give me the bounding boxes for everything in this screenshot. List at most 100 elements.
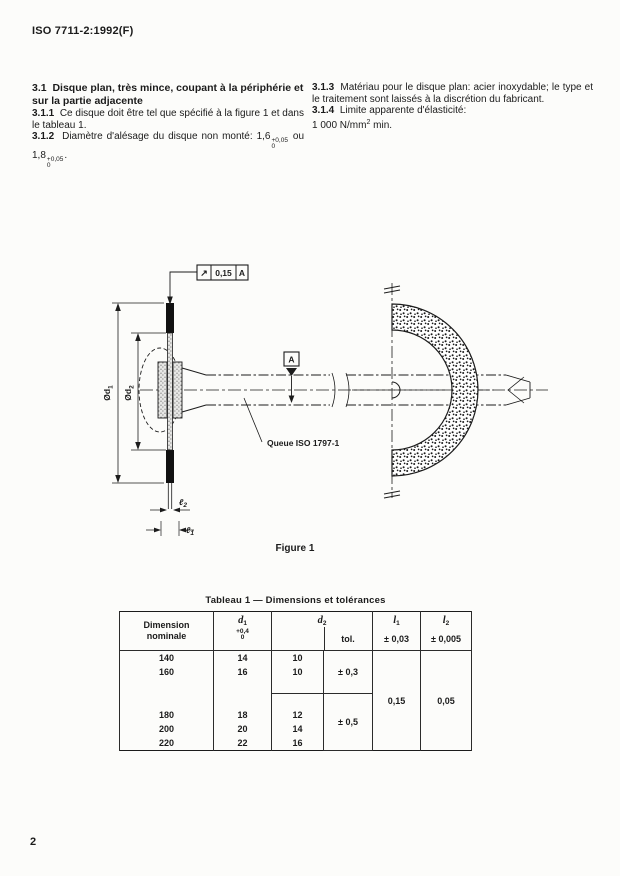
page-number: 2 bbox=[30, 836, 37, 848]
centerline-end-ticks bbox=[383, 285, 401, 499]
disc-cutting-rim-bottom bbox=[166, 450, 174, 483]
disc-front-view bbox=[352, 283, 494, 499]
left-column: 3.1 Disque plan, très mince, coupant à l… bbox=[32, 82, 304, 169]
table-row: 220 22 16 bbox=[119, 736, 472, 751]
svg-text:Ød1: Ød1 bbox=[102, 385, 115, 401]
l1-dim-label: ℓ bbox=[186, 525, 191, 535]
section-3-1-1-paragraph: 3.1.1 Ce disque doit être tel que spécif… bbox=[32, 108, 304, 131]
header-line1: Dimension bbox=[143, 620, 190, 630]
cell-dimension: 160 bbox=[119, 665, 214, 679]
figure-caption: Figure 1 bbox=[275, 543, 315, 554]
queue-label: Queue ISO 1797-1 bbox=[267, 438, 340, 448]
header-d2: d2 tol. bbox=[271, 611, 373, 651]
cell-l2-value: 0,05 bbox=[420, 650, 472, 751]
cell-d2: 10 bbox=[271, 650, 324, 665]
min-suffix: min. bbox=[370, 119, 393, 131]
cell-d2: 14 bbox=[271, 722, 324, 736]
shaft-break-lines bbox=[331, 372, 350, 408]
section-number: 3.1.2 bbox=[32, 131, 55, 142]
table-1-section: Tableau 1 — Dimensions et tolérances Dim… bbox=[119, 595, 472, 751]
disc-tail-lines bbox=[167, 483, 173, 509]
spacer-cell bbox=[213, 679, 272, 694]
datum-a-label: A bbox=[288, 355, 294, 365]
section-number: 3.1.1 bbox=[32, 108, 55, 119]
l2-subscript: 2 bbox=[445, 620, 450, 627]
fcf-datum-reference: A bbox=[239, 268, 245, 278]
cell-dimension: 140 bbox=[119, 650, 214, 665]
cell-dimension: 200 bbox=[119, 722, 214, 736]
hub-washer-right bbox=[172, 361, 183, 419]
period: . bbox=[64, 150, 68, 161]
bore-value-2: 1,8 bbox=[32, 150, 46, 161]
spacer-cell bbox=[271, 693, 324, 708]
runout-icon: ↗ bbox=[200, 268, 208, 278]
spacer-cell bbox=[119, 693, 214, 708]
bore-value-1: 1,6 bbox=[256, 131, 271, 142]
cell-dimension: 180 bbox=[119, 708, 214, 722]
section-3-1-3-paragraph: 3.1.3 Matériau pour le disque plan: acie… bbox=[312, 82, 593, 105]
disc-cutting-rim-top bbox=[166, 303, 174, 333]
svg-text:ℓ2: ℓ2 bbox=[179, 497, 187, 509]
svg-text:ℓ1: ℓ1 bbox=[186, 525, 194, 537]
elastic-limit-value: 1 000 N/mm bbox=[312, 119, 367, 131]
tolerance-lower: 0 bbox=[271, 143, 276, 150]
disc-web bbox=[167, 332, 173, 451]
spacer-row: ± 0,5 bbox=[119, 693, 472, 751]
d1-symbol: d bbox=[238, 615, 244, 626]
shaft-end-chamfer bbox=[505, 374, 531, 406]
center-hole bbox=[391, 381, 401, 399]
cell-d1: 16 bbox=[213, 665, 272, 679]
section-text: Ce disque doit être tel que spécifié à l… bbox=[32, 108, 304, 131]
l1-dim-subscript: 1 bbox=[190, 530, 194, 537]
cell-d2-tol-group1: ± 0,3 bbox=[323, 650, 373, 694]
section-text: Limite apparente d'élasticité: bbox=[339, 105, 467, 116]
or-word: ou bbox=[292, 131, 305, 142]
shaft-flare-top bbox=[181, 367, 207, 376]
spacer-cell-with-divider bbox=[271, 679, 324, 694]
section-number: 3.1.3 bbox=[312, 82, 335, 93]
l2-dim-label: ℓ bbox=[179, 497, 184, 507]
tolerance-upper: +0,05 bbox=[46, 156, 64, 163]
tolerance-lower: 0 bbox=[46, 162, 51, 169]
l1-tolerance: ± 0,03 bbox=[384, 634, 409, 644]
section-3-1-4-paragraph: 3.1.4 Limite apparente d'élasticité: 1 0… bbox=[312, 105, 593, 131]
d2-dim-label: Ød bbox=[123, 389, 133, 401]
datum-a-flag: A bbox=[283, 351, 300, 403]
standard-reference: ISO 7711-2:1992(F) bbox=[32, 25, 134, 37]
header-l2: l2 ± 0,005 bbox=[420, 611, 472, 651]
d2-tol-label: tol. bbox=[341, 634, 355, 644]
cell-l1-value: 0,15 bbox=[372, 650, 421, 751]
section-number: 3.1 bbox=[32, 82, 47, 94]
tolerance-upper: +0,05 bbox=[271, 137, 288, 144]
cell-d1: 18 bbox=[213, 708, 272, 722]
superscript-2: 2 bbox=[366, 118, 371, 126]
l2-symbol: l bbox=[442, 615, 446, 626]
table-row: 140 14 10 ± 0,3 0,15 0,05 bbox=[119, 650, 472, 751]
dimension-d2: Ød2 bbox=[123, 332, 166, 451]
shaft-center-cone bbox=[507, 376, 525, 404]
header-l1: l1 ± 0,03 bbox=[372, 611, 421, 651]
spacer-cell bbox=[119, 679, 214, 694]
dimension-d1: Ød1 bbox=[102, 302, 164, 484]
hub-washer-left bbox=[157, 361, 168, 419]
d2-dim-subscript: 2 bbox=[129, 385, 136, 389]
l1-subscript: 1 bbox=[396, 620, 400, 627]
header-line2: nominale bbox=[146, 631, 187, 641]
section-title: Disque plan, très mince, coupant à la pé… bbox=[32, 82, 304, 107]
cell-d2: 12 bbox=[271, 708, 324, 722]
cell-d1: 14 bbox=[213, 650, 272, 665]
d2-symbol: d bbox=[317, 615, 323, 626]
table-row: 160 16 10 bbox=[119, 665, 472, 679]
datum-arrowhead bbox=[288, 395, 295, 403]
cell-d2: 16 bbox=[271, 736, 324, 751]
section-text: Matériau pour le disque plan: acier inox… bbox=[312, 82, 593, 105]
table-row: 180 18 12 bbox=[119, 708, 472, 722]
l2-tolerance: ± 0,005 bbox=[431, 634, 461, 644]
cell-d1: 22 bbox=[213, 736, 272, 751]
leader-arrowhead bbox=[167, 296, 173, 305]
feature-control-frame: ↗ 0,15 A bbox=[167, 264, 249, 305]
